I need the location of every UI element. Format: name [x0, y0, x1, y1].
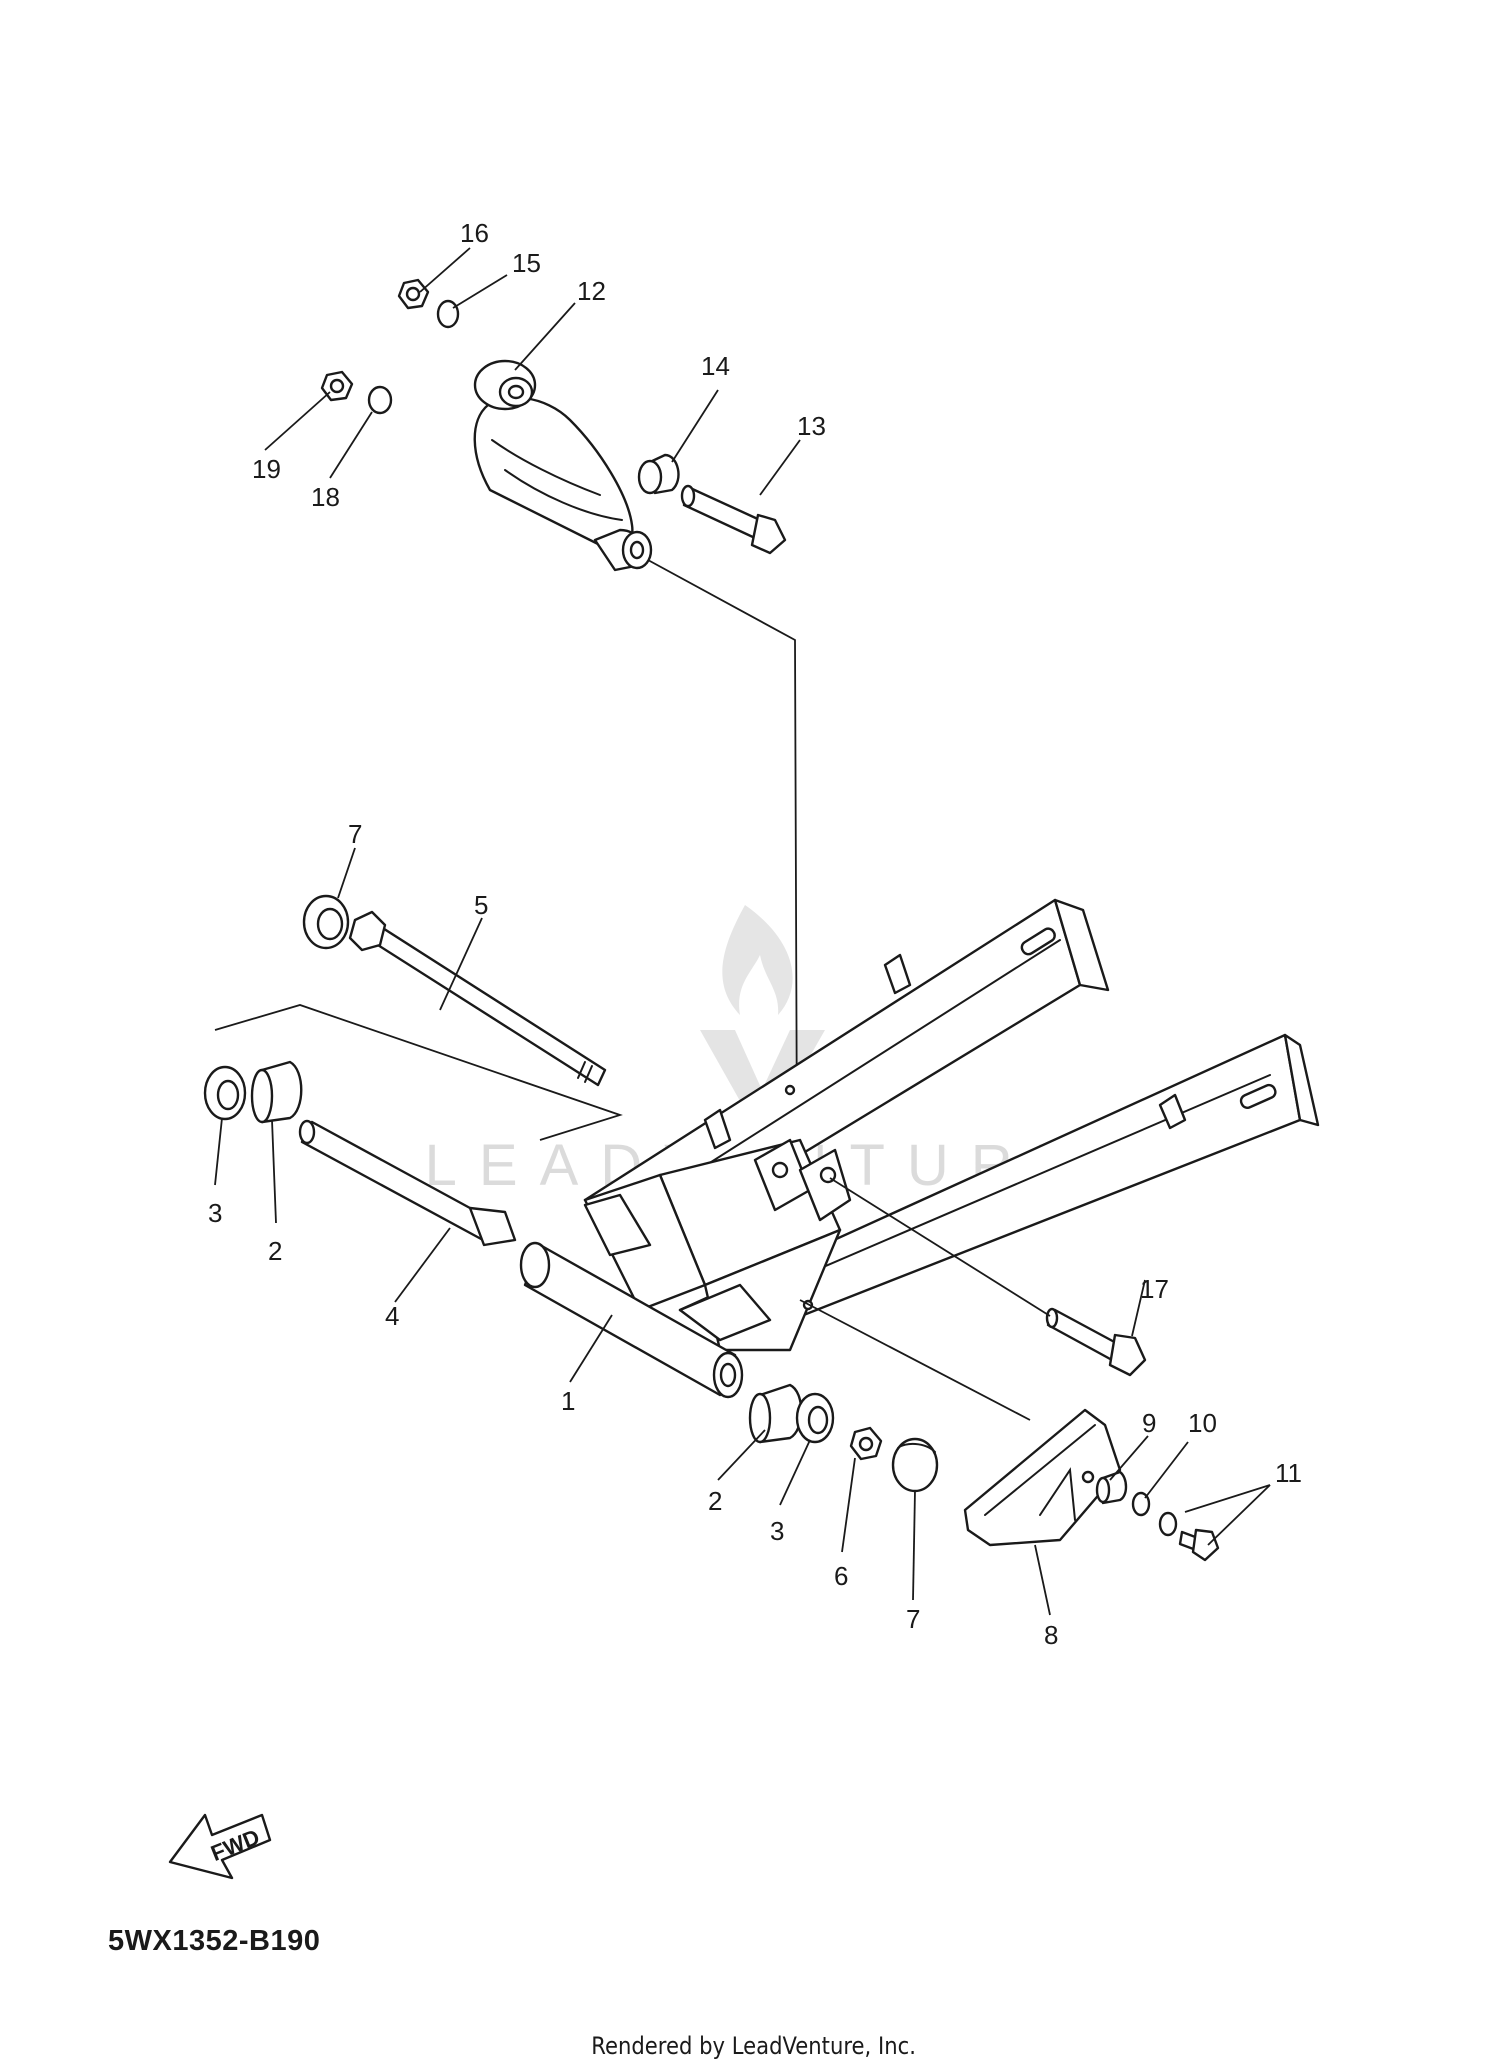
bushing-2-right [748, 1383, 803, 1444]
washer-18 [367, 385, 393, 415]
chain-guide-leader [799, 1299, 1031, 1421]
callout-17: 17 [1140, 1274, 1169, 1304]
oil-seal-3-left [203, 1065, 247, 1121]
callout-13: 13 [797, 411, 826, 441]
shock-mount-leader [647, 559, 798, 1156]
callout-3-left: 3 [208, 1198, 222, 1228]
nut-6 [849, 1426, 883, 1461]
callout-2-right: 2 [708, 1486, 722, 1516]
pivot-bolt-leader [829, 1177, 1051, 1317]
callout-8: 8 [1044, 1620, 1058, 1650]
washer-15 [436, 299, 460, 329]
bushing-2-left [250, 1060, 303, 1124]
callout-14: 14 [701, 351, 730, 381]
washer-10 [1131, 1491, 1151, 1517]
callout-7-upper: 7 [348, 819, 362, 849]
callout-1: 1 [561, 1386, 575, 1416]
oil-seal-3-right [795, 1392, 835, 1444]
cap-7-right [891, 1437, 939, 1493]
callout-leaders [214, 247, 1271, 1616]
collar-14 [637, 453, 680, 495]
cap-7-upper [302, 894, 350, 950]
callout-9: 9 [1142, 1408, 1156, 1438]
callout-12: 12 [577, 276, 606, 306]
callout-16: 16 [460, 218, 489, 248]
callout-3-right: 3 [770, 1516, 784, 1546]
callout-10: 10 [1188, 1408, 1217, 1438]
swingarm [583, 898, 1320, 1352]
bolt-11 [1178, 1528, 1220, 1562]
callout-2-left: 2 [268, 1236, 282, 1266]
chain-guide-8 [963, 1408, 1122, 1547]
callout-4: 4 [385, 1301, 399, 1331]
bolt-13 [680, 484, 787, 555]
washer-11 [1158, 1511, 1178, 1537]
callout-5: 5 [474, 890, 488, 920]
diagram-code: 5WX1352-B190 [108, 1925, 321, 1957]
callout-18: 18 [311, 482, 340, 512]
pivot-shaft-5 [348, 910, 607, 1087]
callout-11: 11 [1275, 1458, 1302, 1488]
pivot-tube-1 [519, 1241, 744, 1399]
watermark-v-icon [700, 1030, 825, 1140]
fwd-arrow-icon: FWD [168, 1813, 272, 1880]
bolt-17 [1045, 1307, 1147, 1377]
callout-19: 19 [252, 454, 281, 484]
collar-9 [1095, 1470, 1128, 1505]
callout-6: 6 [834, 1561, 848, 1591]
callout-labels: 1 2 2 3 3 4 5 6 7 7 8 9 10 11 12 13 14 1… [208, 218, 1302, 1650]
collar-4 [298, 1119, 517, 1247]
watermark-flame-icon [722, 905, 793, 1015]
rear-shock-absorber [473, 359, 653, 572]
footer-credit: Rendered by LeadVenture, Inc. [591, 2032, 916, 2060]
shaft-group-bracket [214, 1004, 623, 1141]
callout-15: 15 [512, 248, 541, 278]
nut-16 [397, 278, 430, 310]
callout-7-lower: 7 [906, 1604, 920, 1634]
